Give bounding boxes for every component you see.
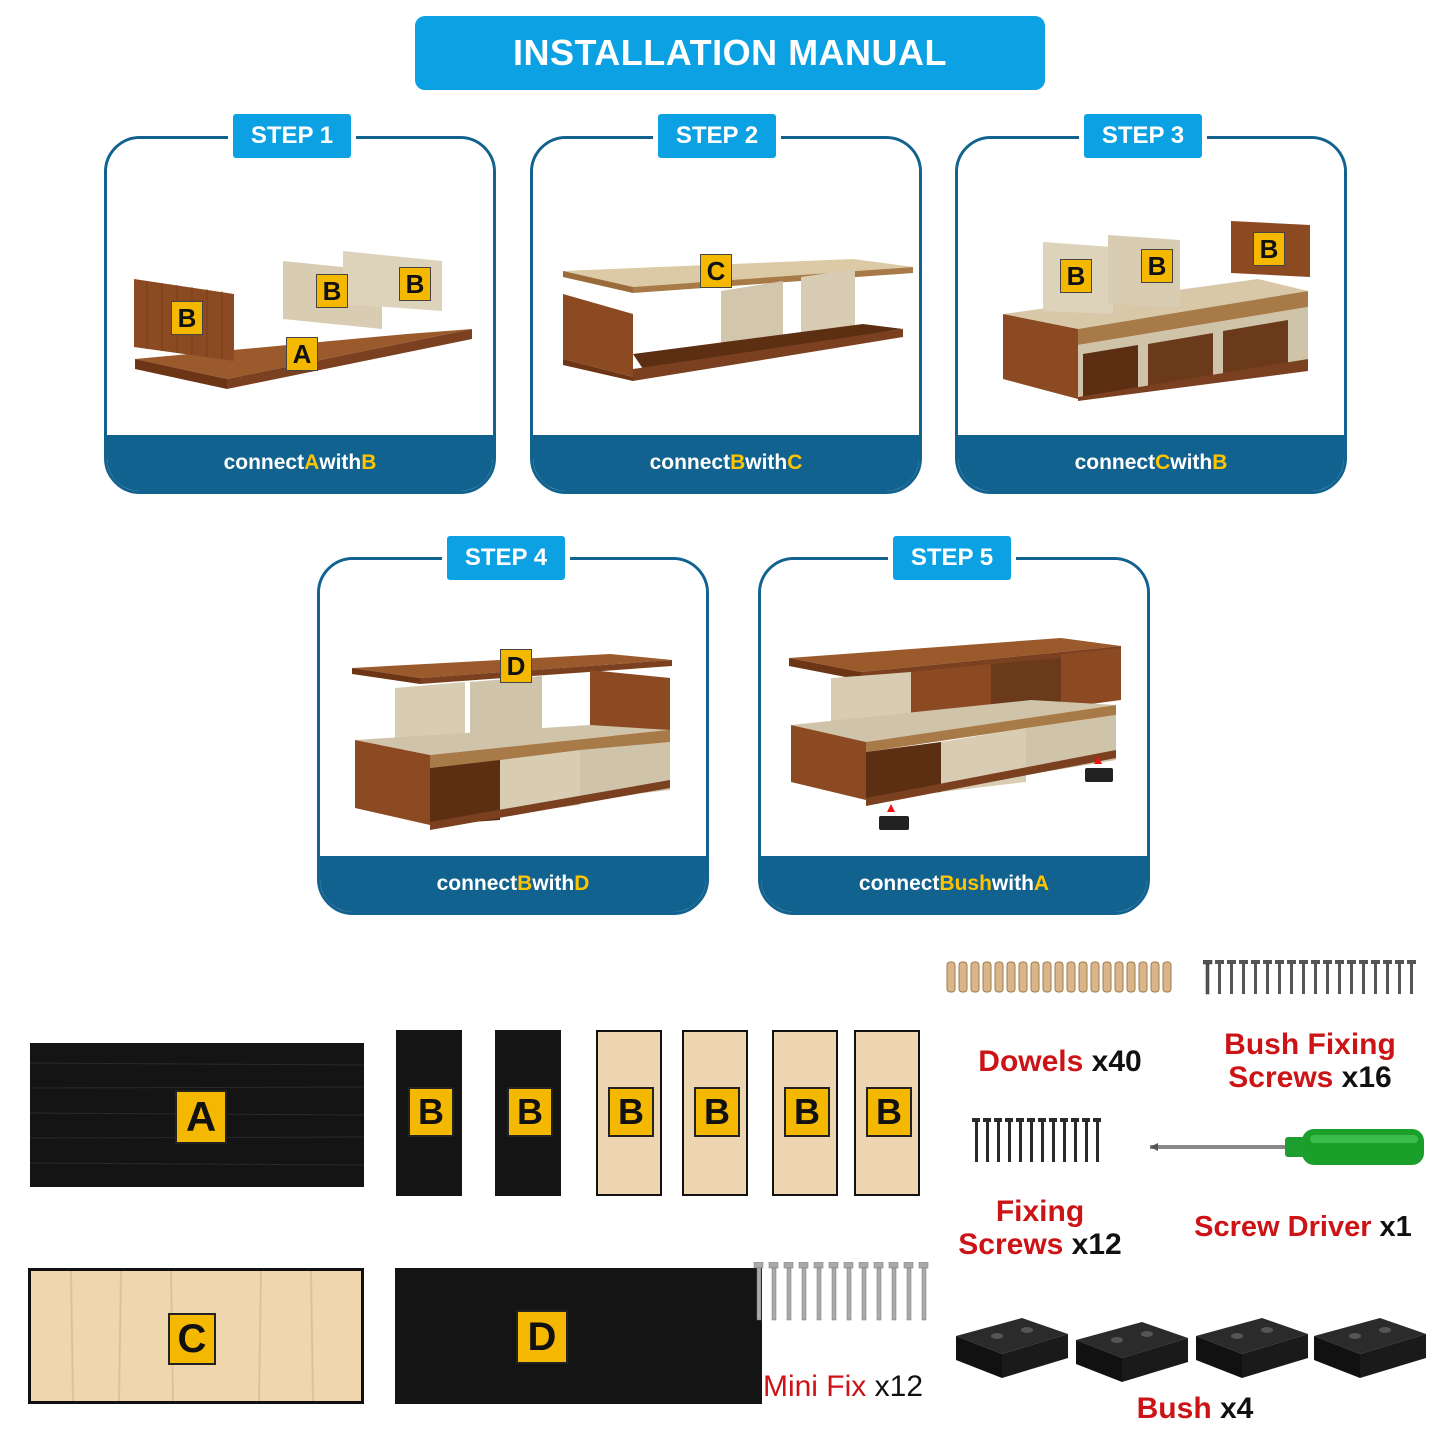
- step-2-label-c: C: [700, 254, 732, 288]
- step-5-card: connect Bush with A: [758, 557, 1150, 915]
- step-1-illustration: [107, 139, 493, 439]
- step-1-label-b-middle: B: [316, 274, 348, 308]
- step-5-badge: STEP 5: [888, 531, 1016, 585]
- panel-b-light-2-label: B: [694, 1087, 740, 1137]
- step-3-caption: connect C with B: [958, 435, 1344, 491]
- panel-b-dark-2-label: B: [507, 1087, 553, 1137]
- step-5-illustration: [761, 560, 1147, 860]
- step-4-badge: STEP 4: [442, 531, 570, 585]
- step-3-illustration: [958, 139, 1344, 439]
- panel-b-dark-1-label: B: [408, 1087, 454, 1137]
- panel-b-light-3-label: B: [784, 1087, 830, 1137]
- step-1-label-b-right: B: [399, 267, 431, 301]
- step-1-label-b-left: B: [171, 301, 203, 335]
- step-3-label-b-1: B: [1060, 259, 1092, 293]
- step-2-caption: connect B with C: [533, 435, 919, 491]
- bush-icon: [952, 1308, 1432, 1384]
- step-1-label-a: A: [286, 337, 318, 371]
- step-5-caption: connect Bush with A: [761, 856, 1147, 912]
- step-2-badge: STEP 2: [653, 109, 781, 163]
- step-4-card: D connect B with D: [317, 557, 709, 915]
- mini-fix-label: Mini Fix x12: [762, 1370, 924, 1403]
- step-4-label-d: D: [500, 649, 532, 683]
- panel-d-label: D: [516, 1310, 568, 1364]
- screw-driver-icon: [1150, 1125, 1430, 1169]
- bush-fixing-screws-label: Bush Fixing Screws x16: [1224, 1028, 1396, 1094]
- bush-label: Bush x4: [1136, 1392, 1254, 1425]
- dowels-icon: [945, 960, 1177, 994]
- step-3-badge: STEP 3: [1079, 109, 1207, 163]
- step-4-illustration: [320, 560, 706, 860]
- panel-b-light-1-label: B: [608, 1087, 654, 1137]
- dowels-label: Dowels x40: [978, 1045, 1142, 1078]
- step-2-card: C connect B with C: [530, 136, 922, 494]
- step-1-caption: connect A with B: [107, 435, 493, 491]
- step-2-illustration: [533, 139, 919, 439]
- screw-driver-label: Screw Driver x1: [1194, 1211, 1412, 1243]
- step-1-badge: STEP 1: [228, 109, 356, 163]
- mini-fix-icon: [752, 1262, 936, 1322]
- fixing-screws-icon: [972, 1118, 1108, 1164]
- fixing-screws-label: Fixing Screws x12: [958, 1195, 1122, 1261]
- bush-fixing-screws-icon: [1203, 960, 1419, 996]
- step-3-label-b-3: B: [1253, 232, 1285, 266]
- step-1-card: B B B A connect A with B: [104, 136, 496, 494]
- step-3-label-b-2: B: [1141, 249, 1173, 283]
- panel-d: [395, 1268, 762, 1404]
- panel-b-light-4-label: B: [866, 1087, 912, 1137]
- step-3-card: B B B connect C with B: [955, 136, 1347, 494]
- panel-c-label: C: [168, 1313, 216, 1365]
- page-title: INSTALLATION MANUAL: [415, 16, 1045, 90]
- panel-a-label: A: [175, 1090, 227, 1144]
- step-4-caption: connect B with D: [320, 856, 706, 912]
